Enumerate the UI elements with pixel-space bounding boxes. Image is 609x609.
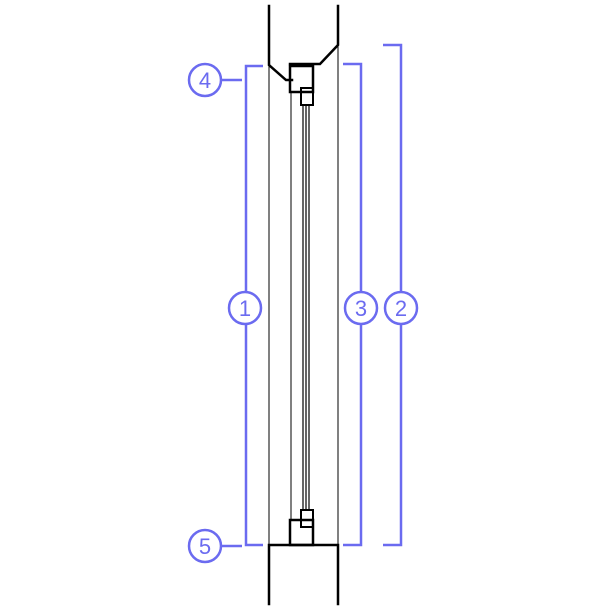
- bottom-sash-stop: [300, 509, 314, 528]
- callout-4: 4: [187, 62, 223, 98]
- callout-3: 3: [343, 290, 379, 326]
- wall-section: [267, 4, 340, 606]
- top-right-wall: [288, 4, 340, 66]
- svg-text:3: 3: [355, 296, 367, 321]
- top-sash-stop: [300, 87, 314, 106]
- svg-text:5: 5: [199, 534, 211, 559]
- callout-2: 2: [383, 290, 419, 326]
- callout-5: 5: [187, 528, 223, 564]
- top-left-wall: [267, 4, 294, 82]
- bracket-1: [244, 64, 263, 547]
- svg-text:2: 2: [395, 296, 407, 321]
- svg-text:1: 1: [239, 296, 251, 321]
- bracket-2: [383, 43, 403, 547]
- bracket-3: [343, 62, 363, 547]
- callout-1: 1: [227, 290, 263, 326]
- sill-line: [267, 543, 340, 606]
- dimension-brackets: [221, 43, 403, 548]
- svg-text:4: 4: [199, 68, 211, 93]
